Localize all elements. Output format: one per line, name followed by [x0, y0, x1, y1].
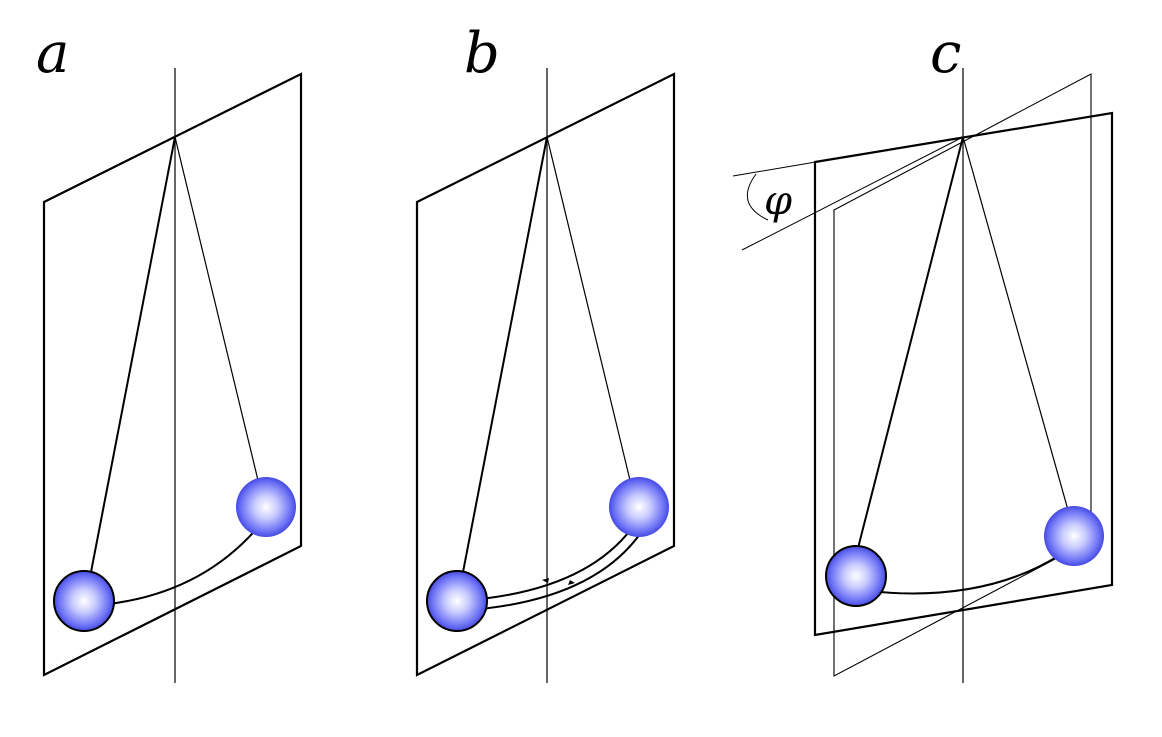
panel-b-ball-left	[426, 570, 488, 632]
panel-b-label: b	[464, 21, 500, 86]
panel-c-rotated-plane	[813, 111, 1114, 637]
panel-c-angle-label: φ	[764, 178, 792, 224]
panel-c-swing-arc	[859, 554, 1061, 595]
panel-a-string-left	[85, 136, 176, 599]
panel-a-label: a	[36, 21, 69, 86]
panel-c-angle-ray-rotated	[732, 136, 964, 177]
panel-b-arrow-upper	[542, 578, 549, 583]
panel-b-ball-right	[609, 477, 669, 537]
panel-c: c φ	[732, 21, 1114, 683]
panel-c-string-right	[962, 136, 1069, 511]
panel-a-plane	[42, 72, 303, 677]
panel-b-swing-arc-outer	[469, 527, 633, 601]
panel-b: b	[415, 21, 676, 683]
panel-b-plane	[415, 72, 676, 677]
panel-b-arrow-lower	[568, 580, 575, 585]
panel-b-string-left	[457, 136, 548, 599]
panel-c-ball-right	[1044, 506, 1104, 566]
panel-c-ball-left	[825, 545, 887, 607]
panel-b-string-right	[546, 136, 637, 506]
panel-c-label: c	[930, 21, 961, 86]
panel-c-angle-ray-original	[741, 136, 964, 251]
panel-c-string-left	[856, 136, 964, 553]
panel-b-swing-arc-inner	[469, 533, 641, 611]
panel-a-ball-left	[53, 570, 115, 632]
panel-a-string-right	[174, 136, 265, 506]
panel-c-angle-arc	[747, 173, 769, 221]
panel-a: a	[36, 21, 303, 683]
panel-a-ball-right	[236, 477, 296, 537]
